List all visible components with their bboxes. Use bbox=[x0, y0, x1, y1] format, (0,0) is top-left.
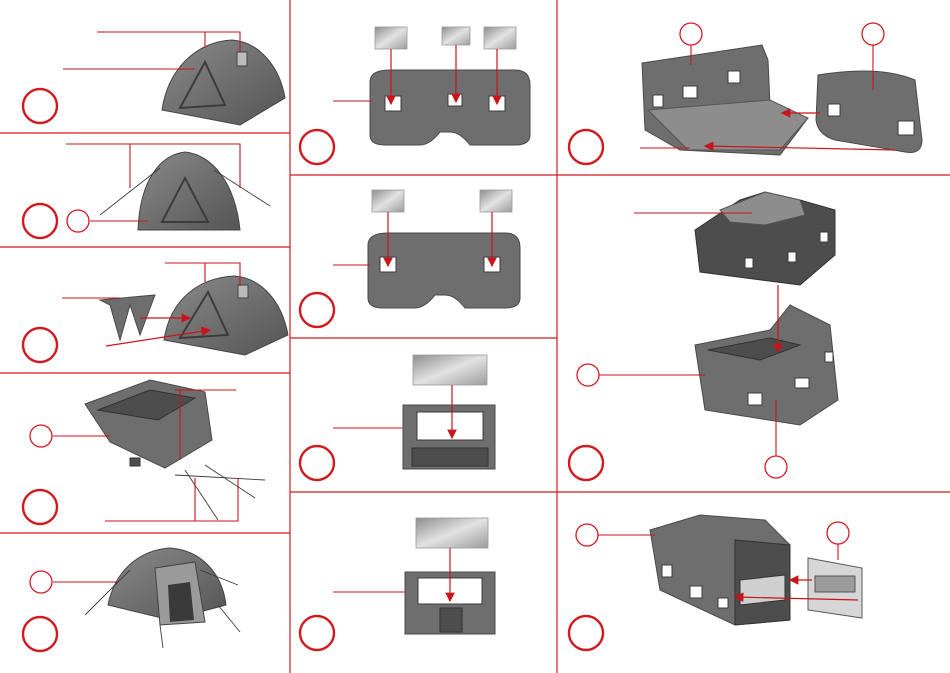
panel-tent-dome-roof bbox=[23, 32, 285, 125]
wall-panel-part bbox=[370, 70, 530, 145]
tent-dome-part bbox=[162, 40, 285, 125]
tent-dome-part bbox=[164, 276, 288, 355]
step-number-circle bbox=[300, 293, 334, 327]
panel-three-windows bbox=[300, 27, 530, 164]
tent-dome-part bbox=[138, 152, 240, 230]
tent-base-part bbox=[85, 380, 212, 468]
step-number-circle bbox=[569, 616, 603, 650]
panel-tent-base-poles bbox=[23, 380, 265, 524]
window-glass-part bbox=[372, 190, 404, 212]
caravan-body-part bbox=[695, 305, 838, 425]
panel-tent-dome-ropes bbox=[23, 144, 270, 238]
panel-two-windows bbox=[300, 190, 520, 327]
panel-caravan-roof-body bbox=[569, 192, 838, 480]
panel-tent-dome-awning bbox=[23, 263, 288, 362]
panel-end-wall-large-window bbox=[300, 355, 495, 480]
window-glass-part bbox=[413, 355, 487, 385]
step-number-circle bbox=[23, 617, 57, 651]
panel-caravan-walls bbox=[569, 23, 922, 164]
window-glass-part bbox=[416, 518, 488, 548]
window-glass-part bbox=[375, 27, 407, 49]
wall-panel-part bbox=[368, 233, 520, 308]
part-callout-circle bbox=[67, 210, 89, 232]
window-glass-part bbox=[442, 27, 470, 45]
step-number-circle bbox=[23, 204, 57, 238]
caravan-floor-wall-part bbox=[642, 45, 808, 155]
step-number-circle bbox=[300, 446, 334, 480]
panel-tent-complete bbox=[23, 548, 240, 651]
part-callout-circle bbox=[30, 425, 52, 447]
interior-insert-part bbox=[808, 558, 862, 618]
part-callout-circle bbox=[577, 364, 599, 386]
part-callout-circle bbox=[680, 23, 702, 45]
part-callout-circle bbox=[827, 522, 849, 544]
caravan-roof-part bbox=[695, 192, 835, 285]
step-number-circle bbox=[569, 130, 603, 164]
end-wall-part bbox=[403, 405, 495, 469]
window-glass-part bbox=[480, 190, 512, 212]
step-number-circle bbox=[23, 89, 57, 123]
step-number-circle bbox=[569, 446, 603, 480]
panel-caravan-interior-insert bbox=[569, 515, 862, 650]
step-number-circle bbox=[300, 616, 334, 650]
tent-assembled-part bbox=[108, 548, 226, 625]
window-glass-part bbox=[484, 27, 516, 49]
part-callout-circle bbox=[765, 456, 787, 478]
caravan-assembled-part bbox=[650, 515, 790, 625]
panel-end-wall-door-window bbox=[300, 518, 495, 650]
step-number-circle bbox=[23, 490, 57, 524]
part-callout-circle bbox=[576, 524, 598, 546]
caravan-side-wall-part bbox=[816, 71, 922, 153]
part-callout-circle bbox=[862, 23, 884, 45]
step-number-circle bbox=[300, 130, 334, 164]
part-callout-circle bbox=[30, 571, 52, 593]
step-number-circle bbox=[23, 328, 57, 362]
